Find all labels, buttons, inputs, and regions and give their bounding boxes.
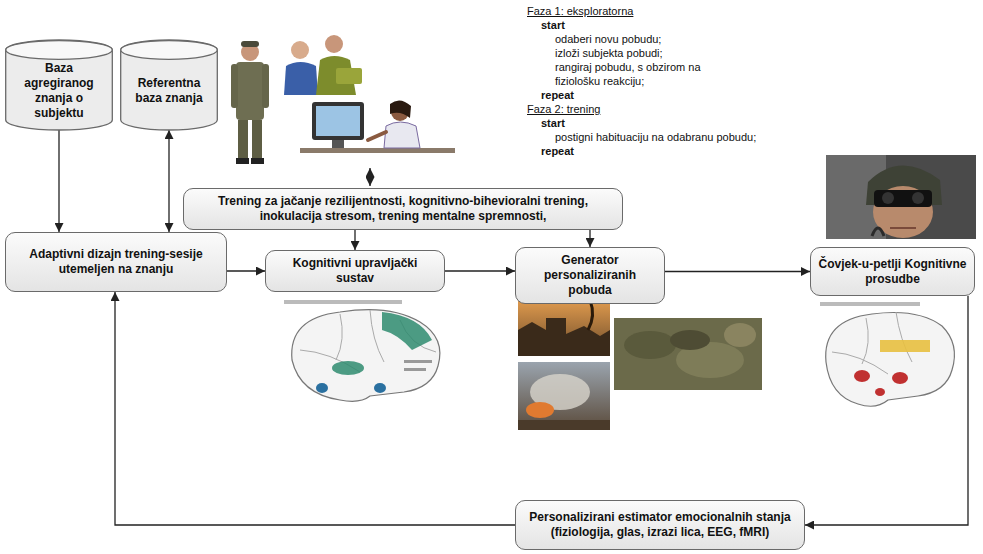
step-text: izloži subjekta pobudi; xyxy=(555,46,756,60)
node-label: Kognitivni upravljački sustav xyxy=(273,256,437,286)
soldier-leg xyxy=(252,120,262,160)
soldier-boot xyxy=(236,158,249,164)
process-box: Čovjek-u-petlji Kognitivne prosudbe xyxy=(810,247,975,296)
connector-arrow xyxy=(168,130,169,232)
photo-soldier xyxy=(614,318,762,390)
process-box: Adaptivni dizajn trening-sesije utemelje… xyxy=(5,232,227,292)
lens xyxy=(882,192,894,204)
photo-explosion xyxy=(518,362,610,430)
brain-region xyxy=(880,340,930,352)
brain-figure xyxy=(284,300,440,401)
process-box: Kognitivni upravljački sustav xyxy=(265,250,445,292)
person-body xyxy=(384,122,420,148)
soldier-arm xyxy=(262,64,269,108)
node-label: Čovjek-u-petlji Kognitivne prosudbe xyxy=(818,257,967,287)
tree xyxy=(588,300,593,330)
brain-region xyxy=(316,383,328,393)
face xyxy=(873,186,933,238)
connector-arrow xyxy=(445,270,515,271)
brain-region xyxy=(382,312,432,350)
keyword: start xyxy=(541,116,756,130)
database-cylinder: Referentna baza znanja xyxy=(120,40,218,130)
training-box: Trening za jačanje rezilijentnosti, kogn… xyxy=(183,188,623,230)
brain-region xyxy=(892,372,908,384)
brain-outline xyxy=(292,310,440,402)
brain-region xyxy=(854,370,870,382)
image-link-arrow xyxy=(369,168,370,186)
lens xyxy=(912,192,924,204)
phase-heading: Faza 1: eksploratorna xyxy=(527,4,756,18)
monitor xyxy=(312,102,364,140)
soldier-leg xyxy=(238,120,248,160)
step-text: odaberi novu pobudu; xyxy=(555,32,756,46)
stimulus-photos xyxy=(518,296,762,430)
brain-sulci xyxy=(300,310,436,372)
person-head xyxy=(325,35,343,53)
process-box: Personalizirani estimator emocionalnih s… xyxy=(515,500,805,550)
brain-figure xyxy=(820,302,954,406)
cylinder-body xyxy=(121,40,218,130)
soldier-photo xyxy=(826,155,976,239)
node-label: Personalizirani estimator emocionalnih s… xyxy=(523,510,797,540)
buildings xyxy=(518,318,610,356)
person-head xyxy=(291,41,309,59)
connector-arrow xyxy=(58,130,59,232)
brain-outline xyxy=(826,313,955,407)
goggles xyxy=(874,190,932,207)
cylinder-body xyxy=(6,40,113,130)
camo xyxy=(724,323,756,347)
camo xyxy=(624,331,676,359)
hair xyxy=(390,100,411,118)
process-box: Generator personaliziranih pobuda xyxy=(515,247,665,304)
brain-region xyxy=(374,383,386,393)
step-text: rangiraj pobudu, s obzirom na fiziološku… xyxy=(555,60,707,88)
desk xyxy=(300,148,455,153)
monitor-stand xyxy=(332,140,344,148)
camo xyxy=(670,330,710,350)
soldier-body xyxy=(236,62,264,120)
connector-arrow xyxy=(589,230,590,247)
soldier-arm xyxy=(231,64,238,108)
step-text: postigni habituaciju na odabranu pobudu; xyxy=(555,130,756,144)
photo-ground xyxy=(826,155,976,239)
soldier-boot xyxy=(251,158,264,164)
callout-bar xyxy=(404,368,426,371)
connector-arrow xyxy=(805,296,968,525)
photo-village xyxy=(518,296,610,356)
node-label: Referentna baza znanja xyxy=(125,76,213,106)
mouth xyxy=(890,227,916,229)
strap xyxy=(872,228,884,236)
connector-arrow xyxy=(227,270,265,271)
connector-arrow xyxy=(115,292,515,525)
phase-heading: Faza 2: trening xyxy=(527,102,756,116)
database-cylinder: Baza agregiranog znanja o subjektu xyxy=(5,40,113,130)
cylinder-top xyxy=(6,41,113,60)
brain-region xyxy=(332,361,364,375)
keyword: repeat xyxy=(541,144,756,158)
keyword: start xyxy=(541,18,756,32)
person-body xyxy=(284,62,318,95)
figure-caption-bar xyxy=(820,302,920,306)
screen xyxy=(316,106,360,136)
fire xyxy=(526,402,554,418)
node-label: Baza agregiranog znanja o subjektu xyxy=(10,61,108,121)
connector-arrow xyxy=(665,271,810,272)
keyword: repeat xyxy=(541,88,756,102)
brain-region xyxy=(875,388,885,396)
callout-bar xyxy=(404,360,432,363)
connector-arrow xyxy=(354,230,355,250)
people-icons xyxy=(231,35,455,164)
folder xyxy=(336,68,362,84)
arm xyxy=(368,132,386,140)
node-label: Trening za jačanje rezilijentnosti, kogn… xyxy=(191,194,615,224)
figure-caption-bar xyxy=(284,300,402,304)
ground xyxy=(518,420,610,430)
cylinder-top xyxy=(121,41,218,60)
node-label: Generator personaliziranih pobuda xyxy=(523,253,657,298)
soldier-cap xyxy=(241,41,259,47)
pseudo-code: Faza 1: eksploratornastartodaberi novu p… xyxy=(527,4,756,158)
node-label: Adaptivni dizajn trening-sesije utemelje… xyxy=(13,247,219,277)
